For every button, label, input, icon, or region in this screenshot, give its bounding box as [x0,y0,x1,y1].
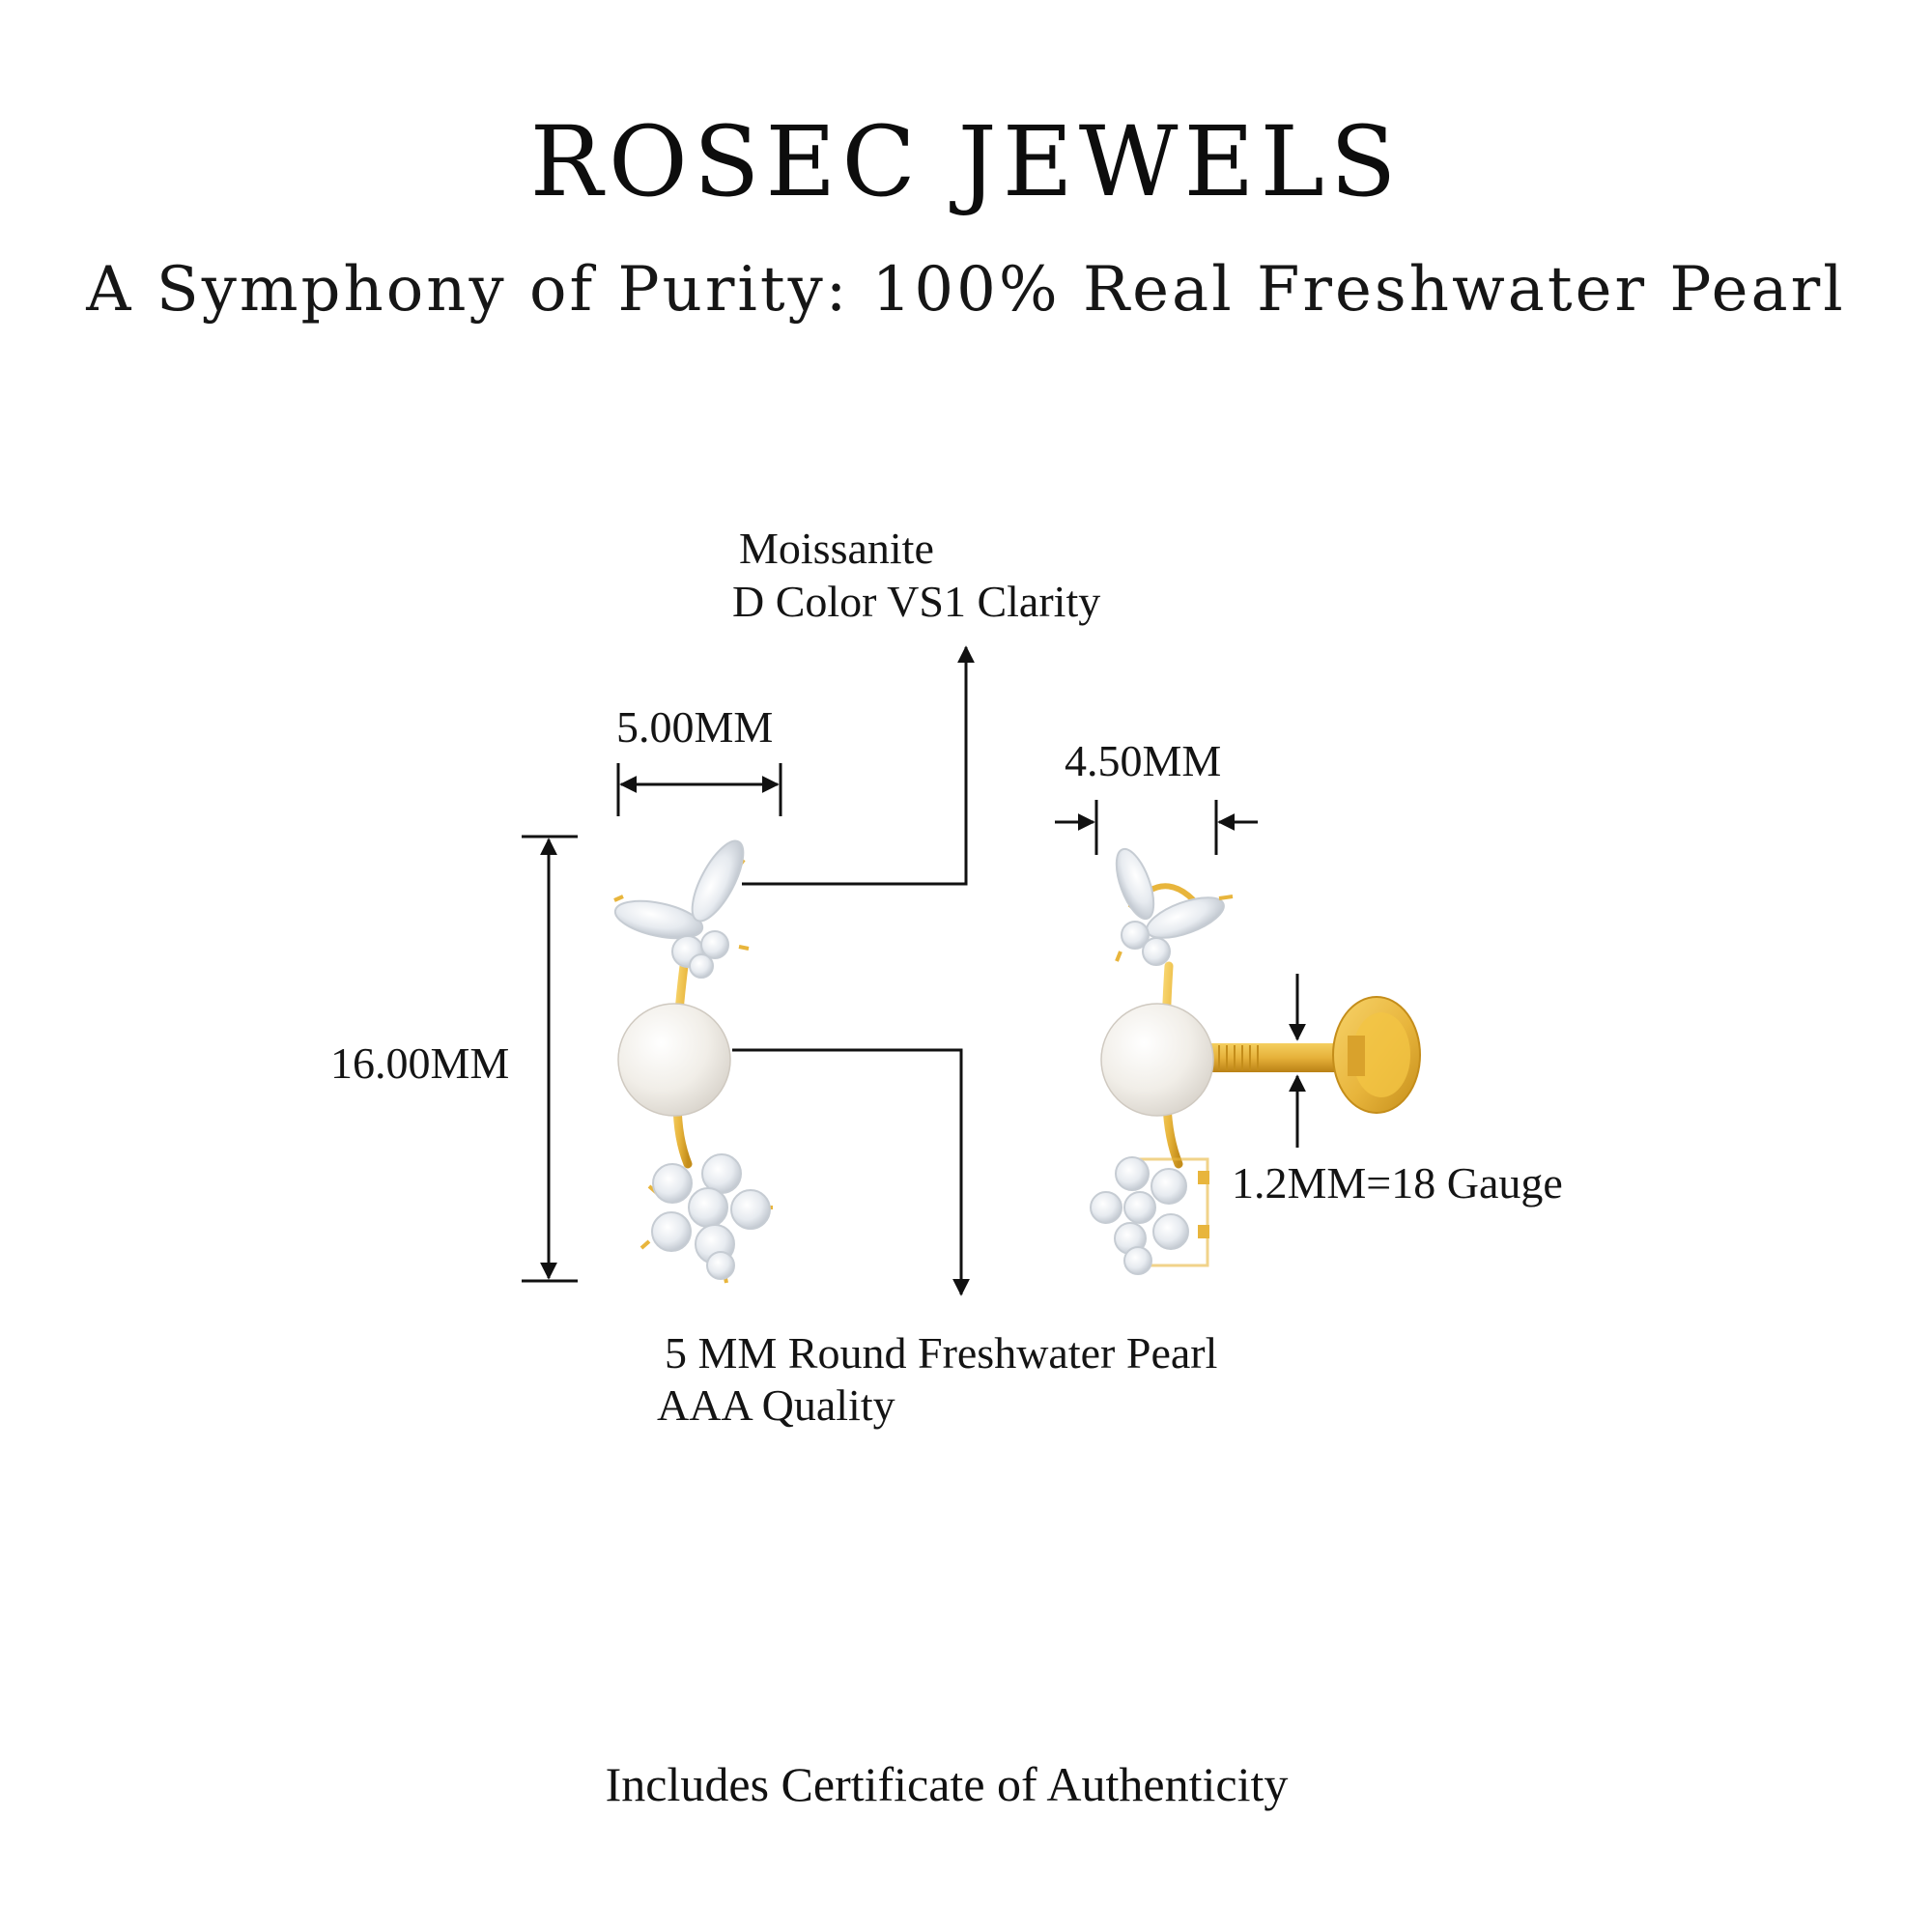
front-earring [613,839,773,1284]
round-stone [1121,921,1150,950]
round-stone [688,1187,728,1228]
round-stone [651,1211,692,1252]
marquise-stone [613,899,704,940]
side-earring [1090,847,1421,1275]
round-stone [1152,1213,1189,1250]
moissanite-leader [742,645,975,886]
round-stone [1115,1156,1150,1191]
round-stone [730,1189,771,1230]
dimension-lines [522,645,1306,1296]
round-stone [1123,1191,1156,1224]
side-width-label: 4.50MM [1065,736,1222,785]
moissanite-grade-label: D Color VS1 Clarity [732,577,1101,626]
side-butterfly-cluster [1115,847,1234,966]
round-stone [1123,1246,1152,1275]
pearl-quality-label: AAA Quality [657,1380,895,1430]
round-stone [689,953,714,979]
tagline: A Symphony of Purity: 100% Real Freshwat… [86,254,1846,326]
moissanite-label: Moissanite [739,524,934,573]
pearl-label: 5 MM Round Freshwater Pearl [665,1328,1218,1378]
front-width-label: 5.00MM [616,702,774,752]
round-stone [706,1251,735,1280]
round-stone [1090,1191,1122,1224]
brand-title: ROSEC JEWELS [529,105,1403,218]
round-stone [1151,1168,1187,1205]
round-stone [1142,937,1171,966]
front-pearl [617,1003,731,1117]
round-stone [700,930,729,959]
round-stone [652,1163,693,1204]
post-thread [1218,1045,1259,1070]
front-flower-cluster [639,1153,773,1284]
marquise-stone [691,839,745,923]
side-pearl [1100,1003,1214,1117]
front-butterfly-cluster [613,839,750,979]
marquise-stone [1115,847,1155,921]
pearl-leader [732,1048,970,1296]
certificate-note: Includes Certificate of Authenticity [605,1757,1289,1811]
height-label: 16.00MM [330,1038,510,1088]
side-flower-cluster [1090,1156,1209,1275]
gauge-label: 1.2MM=18 Gauge [1232,1158,1563,1208]
